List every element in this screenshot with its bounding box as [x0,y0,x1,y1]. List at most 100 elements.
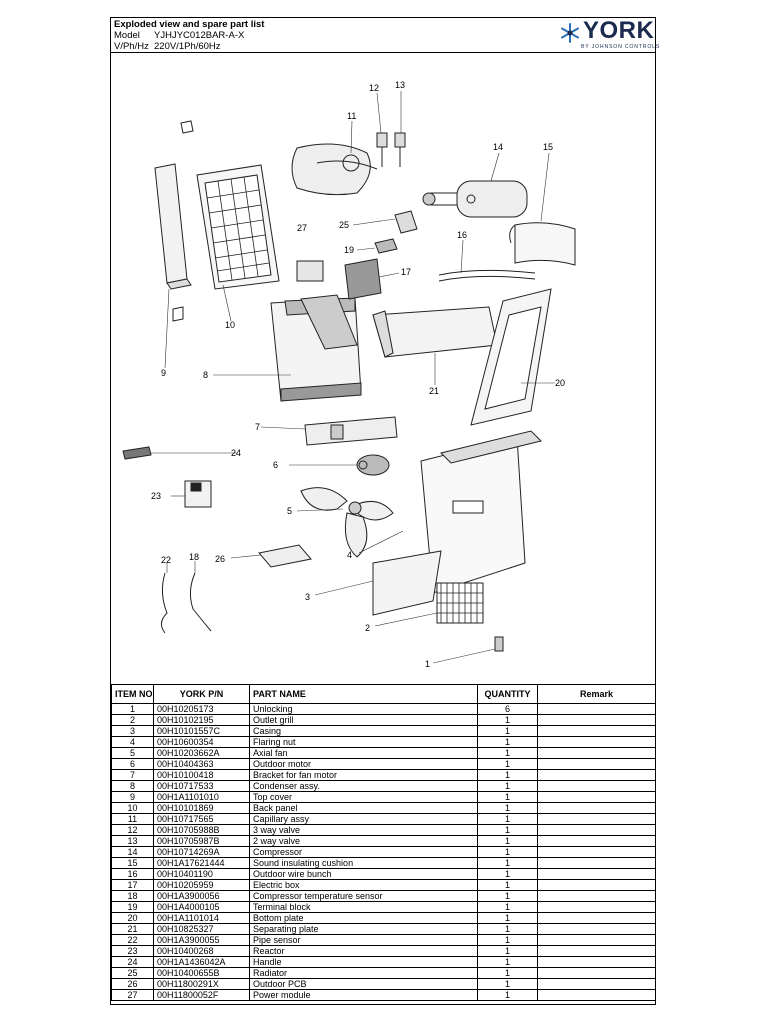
cell-york-pn: 00H10717533 [153,780,250,792]
logo-tagline: BY JOHNSON CONTROLS [581,44,661,50]
callout-24: 24 [231,448,241,458]
cell-remark [537,934,656,946]
callout-3: 3 [305,592,310,602]
cell-quantity: 1 [477,956,538,968]
cell-part-name: Outdoor PCB [249,978,478,990]
handle-part [122,446,152,460]
top-cover-part [154,120,194,322]
col-header-york-pn: YORK P/N [153,684,250,704]
cell-remark [537,967,656,979]
cell-quantity: 1 [477,912,538,924]
outdoor-motor-part [356,454,390,476]
cell-part-name: Bracket for fan motor [249,769,478,781]
cell-york-pn: 00H10205959 [153,879,250,891]
cell-item-no: 14 [111,846,154,858]
cell-part-name: Condenser assy. [249,780,478,792]
cell-item-no: 1 [111,703,154,715]
callout-6: 6 [273,460,278,470]
cell-york-pn: 00H10401190 [153,868,250,880]
cell-quantity: 6 [477,703,538,715]
callout-8: 8 [203,370,208,380]
cell-quantity: 1 [477,857,538,869]
cell-item-no: 23 [111,945,154,957]
cell-part-name: Top cover [249,791,478,803]
callout-5: 5 [287,506,292,516]
cell-part-name: Handle [249,956,478,968]
cell-part-name: Flaring nut [249,736,478,748]
col-header-item-no: ITEM NO [111,684,154,704]
cell-remark [537,857,656,869]
cell-item-no: 22 [111,934,154,946]
cell-part-name: Unlocking [249,703,478,715]
comp-temp-sensor-part [189,572,212,632]
cell-quantity: 1 [477,802,538,814]
cell-item-no: 19 [111,901,154,913]
cell-quantity: 1 [477,714,538,726]
model-label: Model [114,30,140,41]
cell-york-pn: 00H1A1101014 [153,912,250,924]
cell-quantity: 1 [477,890,538,902]
exploded-view-diagram: 12 13 11 14 15 27 25 16 19 17 10 9 8 21 … [122,80,576,669]
cell-york-pn: 00H1A3900055 [153,934,250,946]
cell-remark [537,780,656,792]
cell-part-name: Back panel [249,802,478,814]
callout-23: 23 [151,491,161,501]
col-header-part-name: PART NAME [249,684,478,704]
callout-26: 26 [215,554,225,564]
cell-york-pn: 00H1A4000105 [153,901,250,913]
cell-item-no: 6 [111,758,154,770]
cell-item-no: 7 [111,769,154,781]
cell-york-pn: 00H1A1101010 [153,791,250,803]
cell-york-pn: 00H10705987B [153,835,250,847]
cell-remark [537,802,656,814]
cell-part-name: Power module [249,989,478,1001]
cell-quantity: 1 [477,879,538,891]
cell-quantity: 1 [477,835,538,847]
cell-york-pn: 00H10203662A [153,747,250,759]
sheet-title: Exploded view and spare part list [114,19,265,30]
cell-remark [537,923,656,935]
fan-bracket-part [304,416,398,446]
cell-item-no: 8 [111,780,154,792]
cell-york-pn: 00H10101557C [153,725,250,737]
cell-part-name: Compressor temperature sensor [249,890,478,902]
unlocking-part [494,636,504,652]
cell-part-name: Compressor [249,846,478,858]
cell-york-pn: 00H1A3900056 [153,890,250,902]
cell-item-no: 11 [111,813,154,825]
cell-quantity: 1 [477,813,538,825]
callout-13: 13 [395,80,405,90]
logo-brand: YORK [583,17,655,44]
cell-item-no: 25 [111,967,154,979]
pcb-part [258,544,312,568]
cell-quantity: 1 [477,780,538,792]
cell-york-pn: 00H10102195 [153,714,250,726]
table-header-row: ITEM NO YORK P/N PART NAME QUANTITY Rema… [111,684,656,704]
compressor-part [422,180,528,218]
cell-part-name: Outdoor motor [249,758,478,770]
col-header-quantity: QUANTITY [477,684,538,704]
york-logo: YORK BY JOHNSON CONTROLS [559,17,659,50]
cell-york-pn: 00H1A17621444 [153,857,250,869]
cell-york-pn: 00H10100418 [153,769,250,781]
snowflake-logo-icon [559,22,581,44]
cell-york-pn: 00H10400268 [153,945,250,957]
cell-quantity: 1 [477,901,538,913]
cell-quantity: 1 [477,758,538,770]
cell-remark [537,879,656,891]
callout-17: 17 [401,267,411,277]
cell-item-no: 10 [111,802,154,814]
